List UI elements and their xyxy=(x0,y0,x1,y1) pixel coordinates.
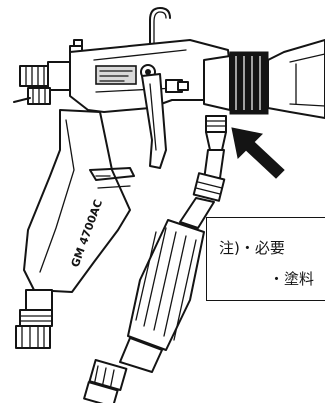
hose-sleeve xyxy=(127,219,205,351)
hanging-hook xyxy=(149,7,171,45)
body-engraving xyxy=(95,65,137,85)
fluid-inlet-fitting xyxy=(205,115,227,151)
gun-handle xyxy=(23,109,131,293)
nozzle-collar xyxy=(203,51,269,115)
note-line-1: 注)・必要 xyxy=(219,239,285,257)
pointer-arrow-icon xyxy=(231,127,285,179)
note-line-2: ・塗料 xyxy=(269,270,315,288)
handle-bottom-fitting xyxy=(15,289,53,349)
hose-end-fitting xyxy=(83,337,163,403)
note-box: 注)・必要 ・塗料 xyxy=(206,217,325,301)
